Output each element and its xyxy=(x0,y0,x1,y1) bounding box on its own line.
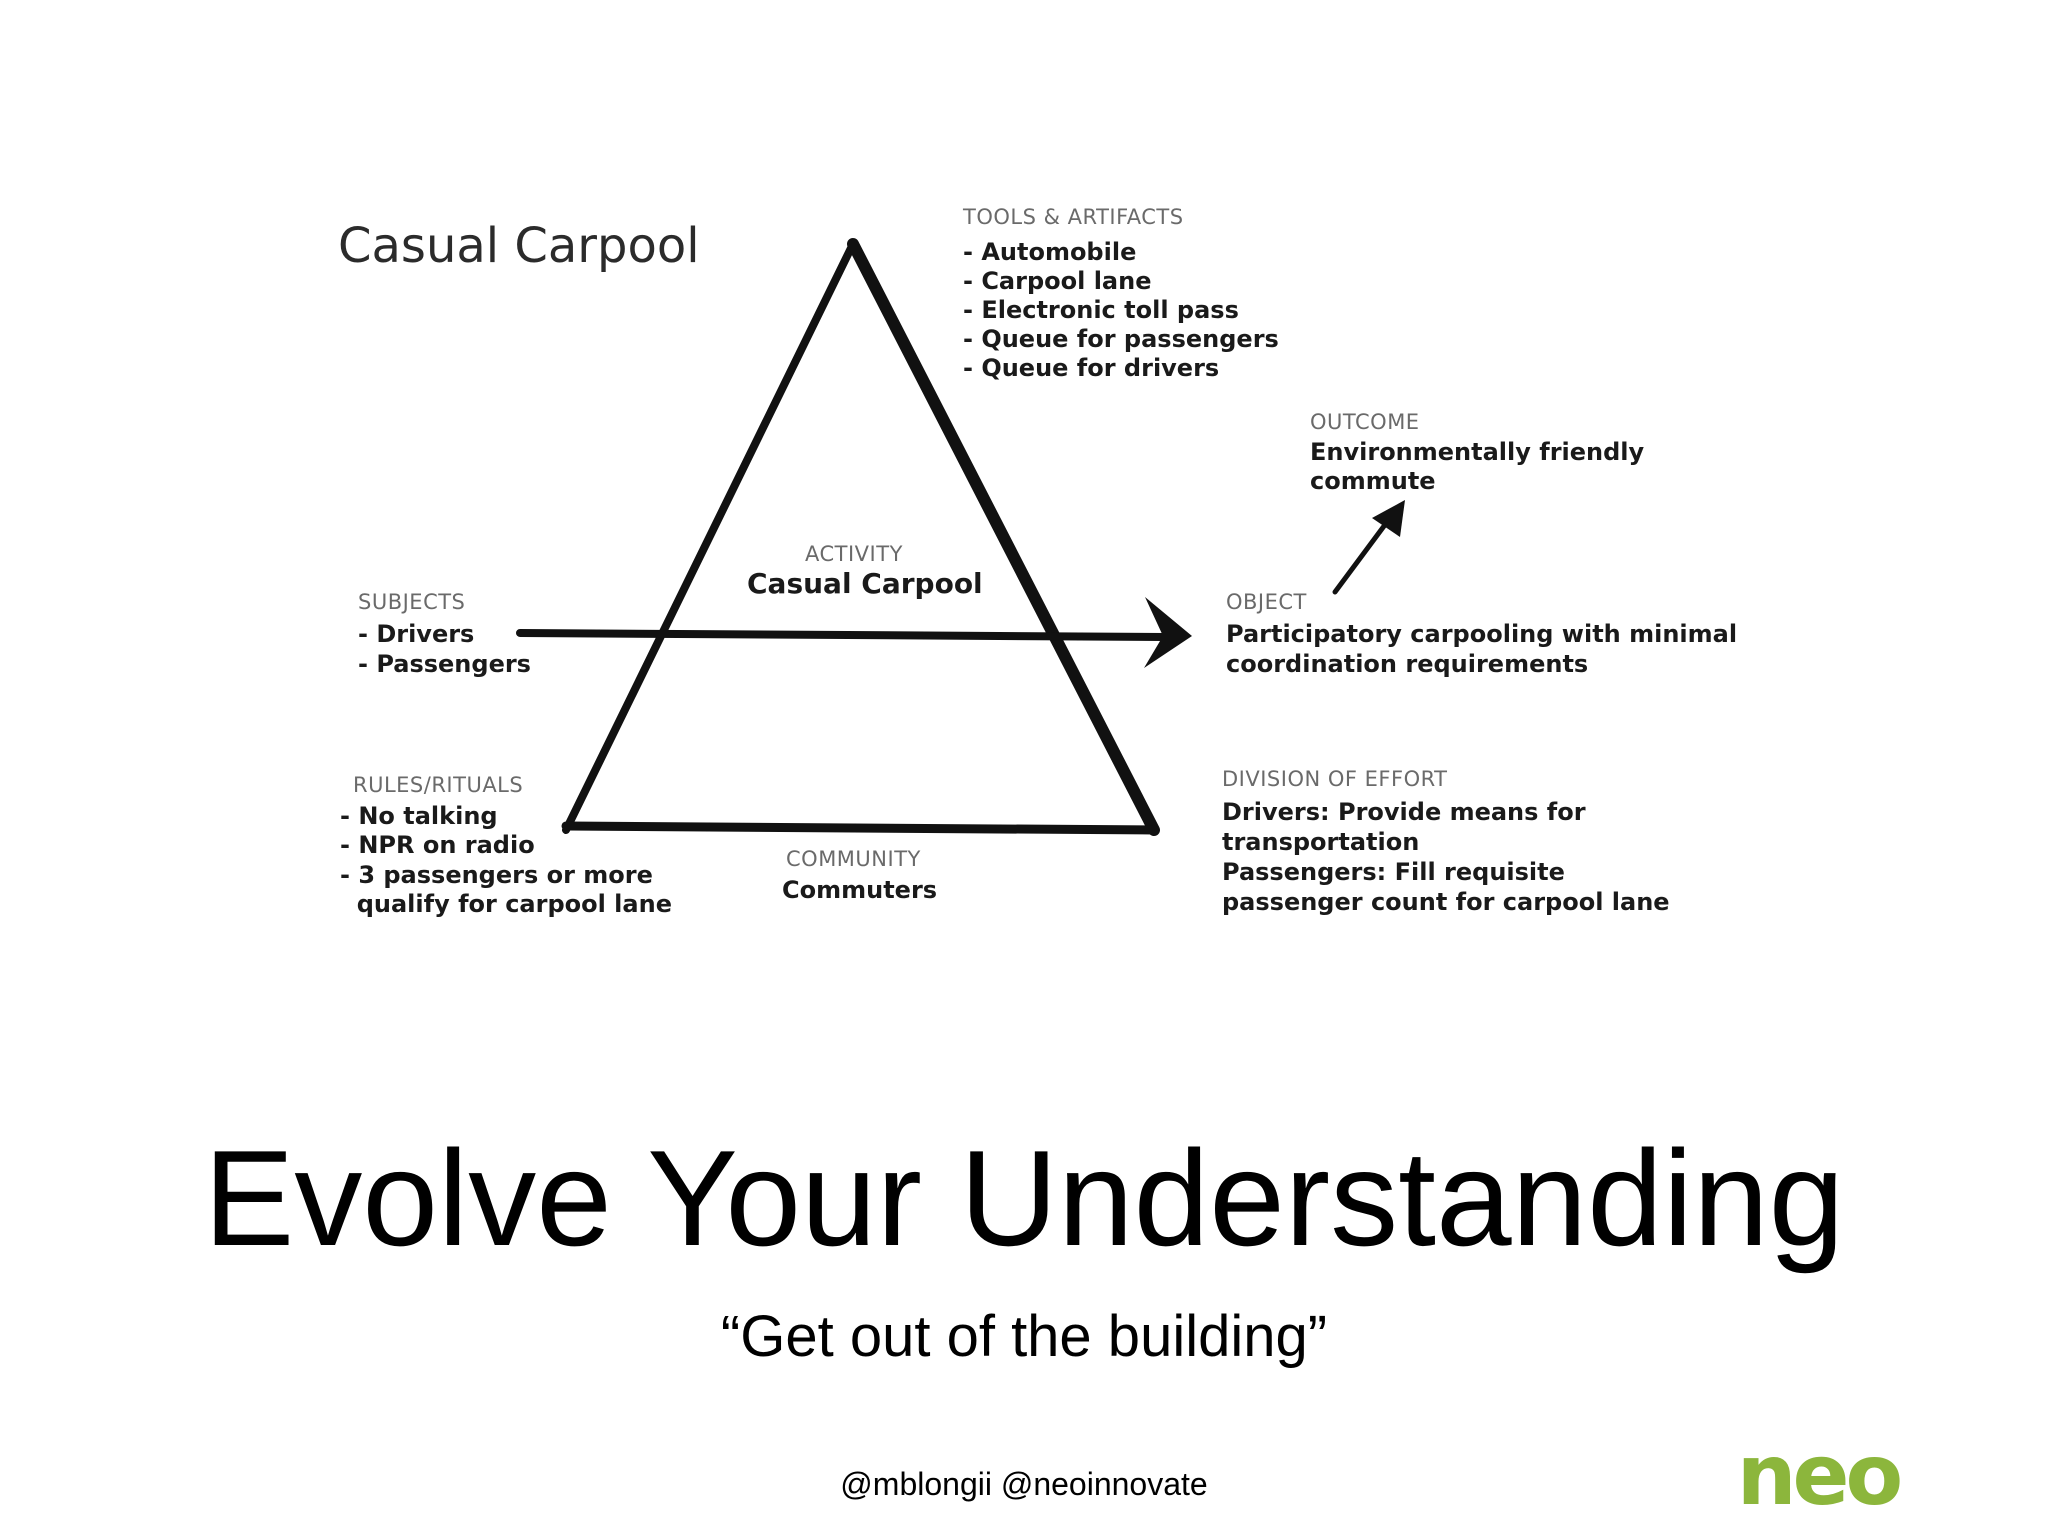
subjects-heading: SUBJECTS xyxy=(358,590,466,614)
tools-item: - Electronic toll pass xyxy=(963,296,1239,324)
division-heading: DIVISION OF EFFORT xyxy=(1222,767,1448,791)
activity-name: Casual Carpool xyxy=(747,567,983,600)
social-handles: @mblongii @neoinnovate xyxy=(840,1466,1208,1502)
rules-item: - 3 passengers or more xyxy=(340,861,653,889)
tools-item: - Automobile xyxy=(963,238,1137,266)
rules-item: - No talking xyxy=(340,802,498,830)
outcome-arrow-shaft xyxy=(1332,515,1393,595)
triangle-right-edge xyxy=(847,238,1160,836)
outcome-arrowhead xyxy=(1372,500,1405,537)
subjects-object-arrowhead xyxy=(1144,597,1192,668)
outcome-line: Environmentally friendly xyxy=(1310,438,1645,466)
tools-item: - Queue for drivers xyxy=(963,354,1220,382)
activity-heading: ACTIVITY xyxy=(805,542,903,566)
subjects-object-arrow-shaft xyxy=(516,629,1169,641)
division-line: passenger count for carpool lane xyxy=(1222,888,1670,916)
community-name: Commuters xyxy=(782,876,938,904)
neo-logo: neo xyxy=(1718,1426,1918,1524)
tools-heading: TOOLS & ARTIFACTS xyxy=(963,205,1184,229)
diagram-title: Casual Carpool xyxy=(338,218,700,274)
rules-item: - NPR on radio xyxy=(340,831,535,859)
outcome-line: commute xyxy=(1310,467,1436,495)
division-line: Drivers: Provide means for xyxy=(1222,798,1586,826)
logo-wordmark: neo xyxy=(1737,1432,1901,1524)
object-line: Participatory carpooling with minimal xyxy=(1226,620,1738,648)
tools-item: - Carpool lane xyxy=(963,267,1152,295)
object-heading: OBJECT xyxy=(1226,590,1307,614)
tools-item: - Queue for passengers xyxy=(963,325,1279,353)
rules-item: qualify for carpool lane xyxy=(340,890,672,918)
outcome-heading: OUTCOME xyxy=(1310,410,1420,434)
slide-title: Evolve Your Understanding xyxy=(203,1122,1845,1274)
division-line: transportation xyxy=(1222,828,1420,856)
community-heading: COMMUNITY xyxy=(786,847,921,871)
object-line: coordination requirements xyxy=(1226,650,1589,678)
triangle-left-edge xyxy=(562,240,857,834)
subjects-item: - Drivers xyxy=(358,620,475,648)
rules-heading: RULES/RITUALS xyxy=(353,773,524,797)
triangle-base xyxy=(561,821,1159,835)
subjects-item: - Passengers xyxy=(358,650,531,678)
slide-subtitle: “Get out of the building” xyxy=(720,1304,1328,1369)
division-line: Passengers: Fill requisite xyxy=(1222,858,1565,886)
